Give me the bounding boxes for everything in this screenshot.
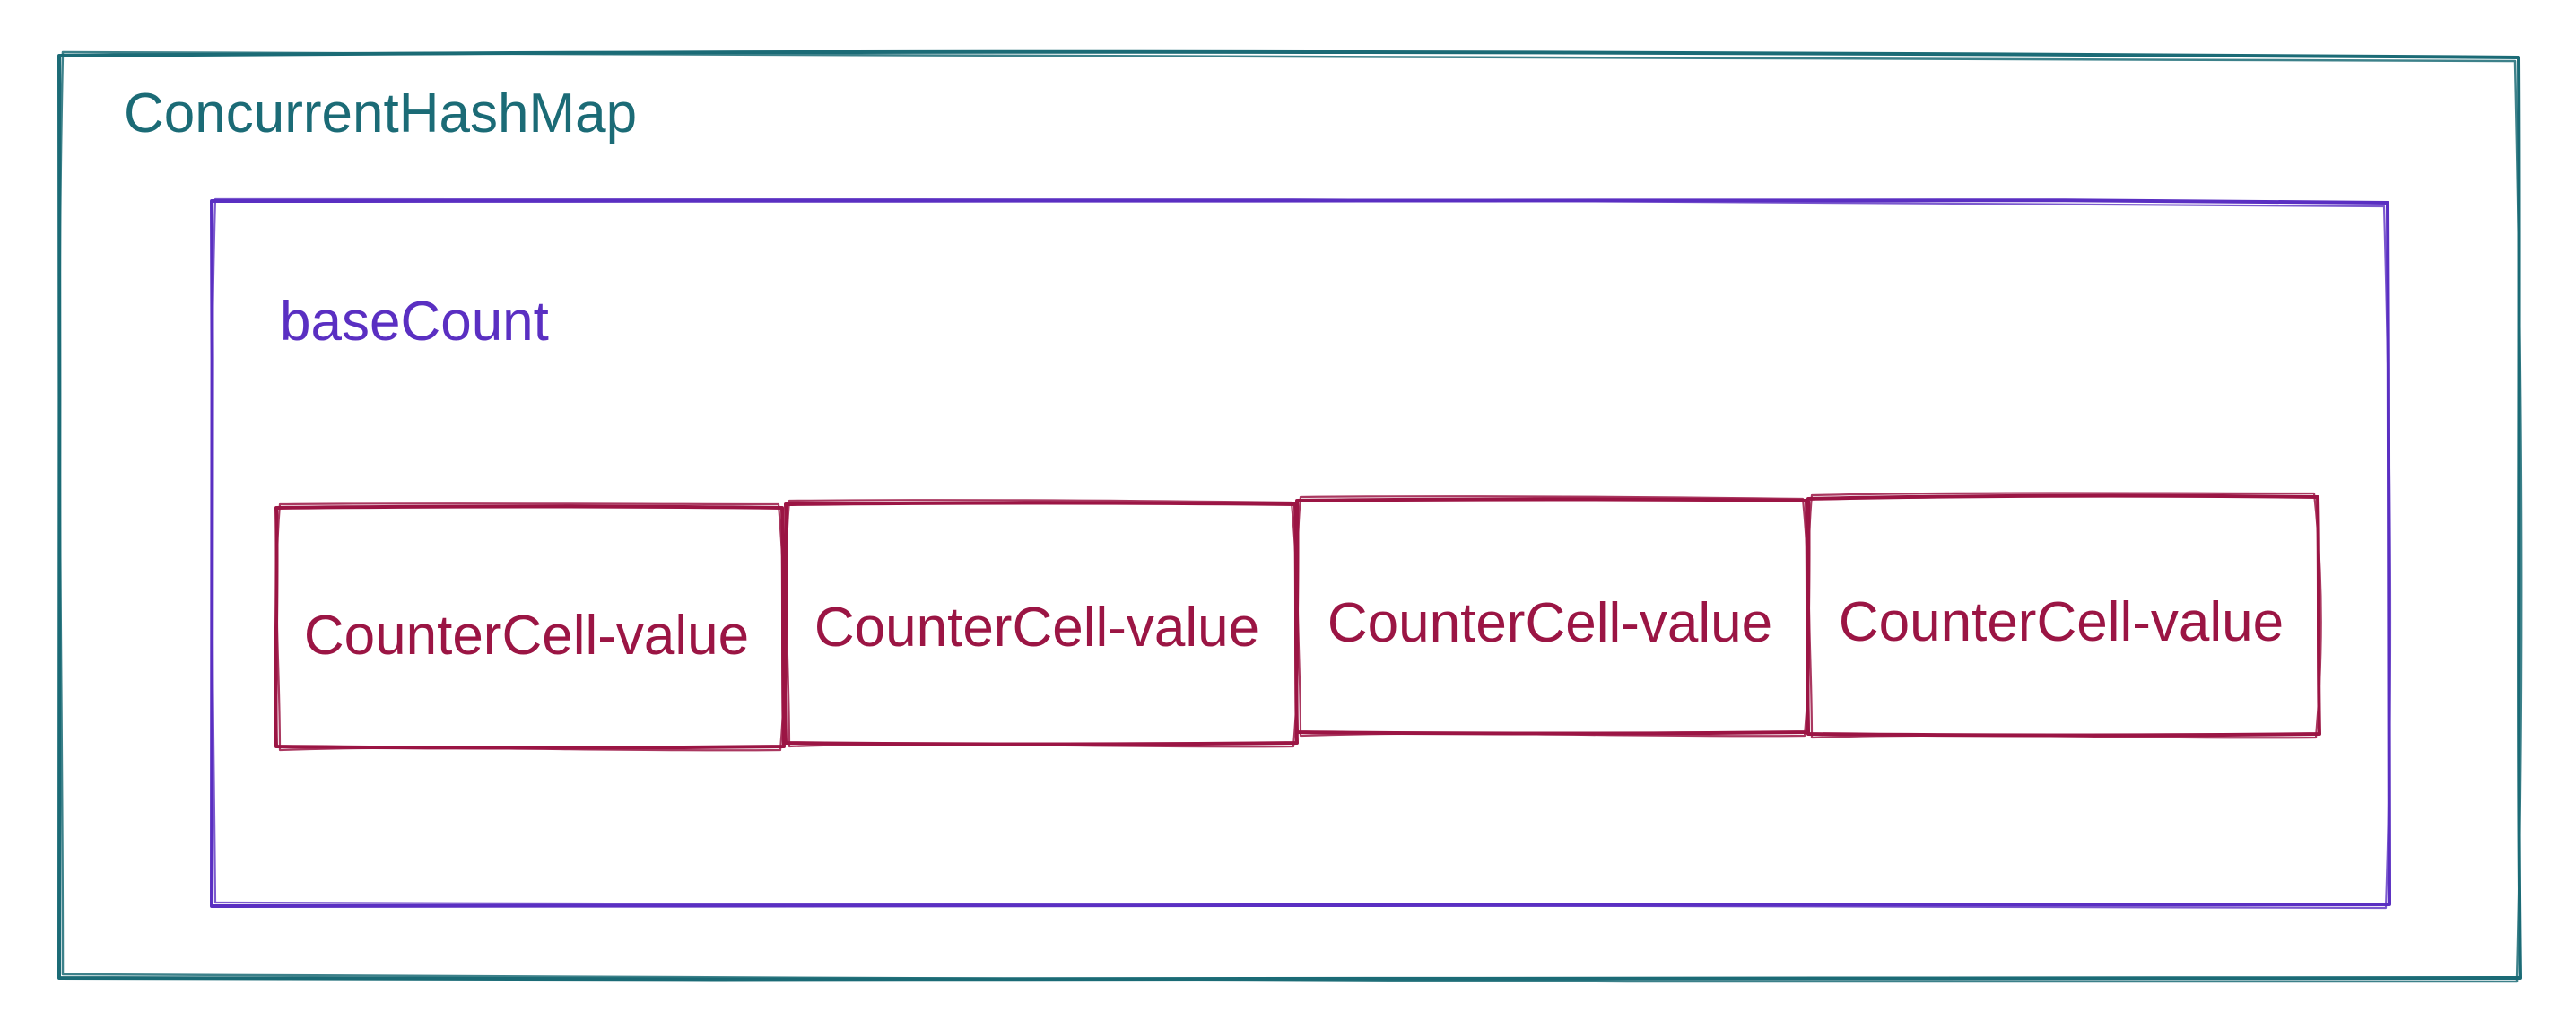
counter-cell-2: CounterCell-value bbox=[1295, 497, 1805, 732]
counter-cell-1: CounterCell-value bbox=[782, 499, 1292, 739]
concurrent-hash-map-box bbox=[57, 49, 2523, 984]
counter-cell-0: CounterCell-value bbox=[273, 502, 780, 745]
concurrent-hash-map-label: ConcurrentHashMap bbox=[124, 83, 638, 144]
counter-cell-box-3 bbox=[1806, 492, 2322, 739]
counter-cell-3: CounterCell-value bbox=[1806, 495, 2316, 734]
counter-cell-label: CounterCell-value bbox=[1327, 592, 1773, 654]
counter-cell-label: CounterCell-value bbox=[814, 597, 1260, 659]
base-count-label: baseCount bbox=[280, 291, 549, 353]
counter-cell-label: CounterCell-value bbox=[303, 605, 750, 667]
counter-cell-box-0 bbox=[274, 502, 787, 752]
counter-cell-label: CounterCell-value bbox=[1838, 591, 2284, 653]
counter-cell-box-1 bbox=[783, 499, 1300, 748]
